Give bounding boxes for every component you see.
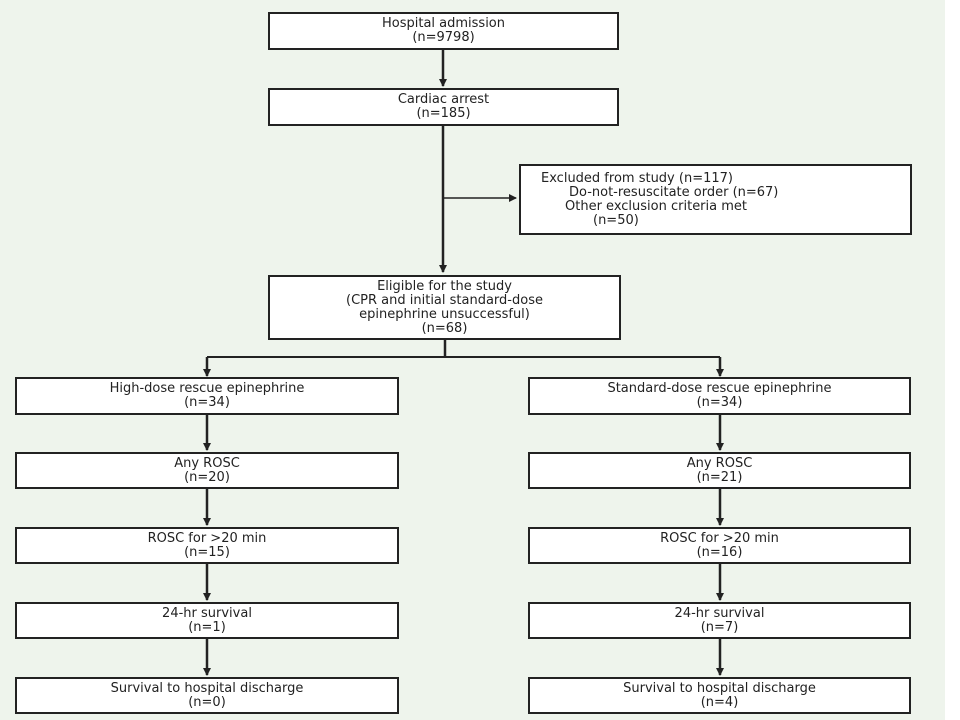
standard-dose-24hr-count: (n=7) xyxy=(700,619,739,635)
standard-dose-rosc20-count: (n=16) xyxy=(696,544,743,560)
high-dose-rosc20-box: ROSC for >20 min (n=15) xyxy=(15,527,399,564)
standard-dose-arm-label: Standard-dose rescue epinephrine xyxy=(607,381,832,396)
cardiac-arrest-box: Cardiac arrest (n=185) xyxy=(268,88,619,126)
high-dose-24hr-box: 24-hr survival (n=1) xyxy=(15,602,399,639)
high-dose-discharge-label: Survival to hospital discharge xyxy=(110,680,304,696)
eligible-criteria-1: (CPR and initial standard-dose xyxy=(346,292,543,308)
eligible-count: (n=68) xyxy=(421,320,468,336)
standard-dose-arm-count: (n=34) xyxy=(696,395,743,410)
hospital-admission-box: Hospital admission (n=9798) xyxy=(268,12,619,50)
excluded-other: Other exclusion criteria met xyxy=(565,198,747,214)
standard-dose-rosc-box: Any ROSC (n=21) xyxy=(528,452,911,489)
standard-dose-discharge-box: Survival to hospital discharge (n=4) xyxy=(528,677,911,714)
standard-dose-rosc20-box: ROSC for >20 min (n=16) xyxy=(528,527,911,564)
high-dose-rosc-label: Any ROSC xyxy=(174,455,240,471)
excluded-dnr: Do-not-resuscitate order (n=67) xyxy=(569,184,779,200)
standard-dose-24hr-label: 24-hr survival xyxy=(674,605,765,621)
high-dose-rosc-count: (n=20) xyxy=(184,469,230,485)
standard-dose-rosc20-label: ROSC for >20 min xyxy=(660,530,779,546)
admission-count: (n=9798) xyxy=(412,30,475,45)
excluded-box: Excluded from study (n=117) Do-not-resus… xyxy=(519,164,912,235)
high-dose-arm-box: High-dose rescue epinephrine (n=34) xyxy=(15,377,399,415)
standard-dose-rosc-count: (n=21) xyxy=(696,469,743,485)
arrest-count: (n=185) xyxy=(416,106,471,121)
high-dose-rosc-box: Any ROSC (n=20) xyxy=(15,452,399,489)
high-dose-arm-label: High-dose rescue epinephrine xyxy=(109,381,305,396)
high-dose-discharge-box: Survival to hospital discharge (n=0) xyxy=(15,677,399,714)
arrest-label: Cardiac arrest xyxy=(397,92,490,107)
standard-dose-discharge-count: (n=4) xyxy=(700,694,739,710)
standard-dose-24hr-box: 24-hr survival (n=7) xyxy=(528,602,911,639)
high-dose-arm-count: (n=34) xyxy=(184,395,230,410)
high-dose-discharge-count: (n=0) xyxy=(188,694,226,710)
standard-dose-arm-box: Standard-dose rescue epinephrine (n=34) xyxy=(528,377,911,415)
excluded-label: Excluded from study (n=117) xyxy=(541,170,733,186)
right-margin xyxy=(945,0,960,720)
standard-dose-rosc-label: Any ROSC xyxy=(686,455,753,471)
high-dose-rosc20-count: (n=15) xyxy=(184,544,230,560)
high-dose-rosc20-label: ROSC for >20 min xyxy=(147,530,267,546)
admission-label: Hospital admission xyxy=(381,16,506,31)
eligible-box: Eligible for the study (CPR and initial … xyxy=(268,275,621,340)
high-dose-24hr-count: (n=1) xyxy=(188,619,226,635)
excluded-other-count: (n=50) xyxy=(593,212,639,228)
standard-dose-discharge-label: Survival to hospital discharge xyxy=(623,680,816,696)
eligible-criteria-2: epinephrine unsuccessful) xyxy=(359,306,530,322)
eligible-label: Eligible for the study xyxy=(377,278,512,294)
high-dose-24hr-label: 24-hr survival xyxy=(162,605,252,621)
